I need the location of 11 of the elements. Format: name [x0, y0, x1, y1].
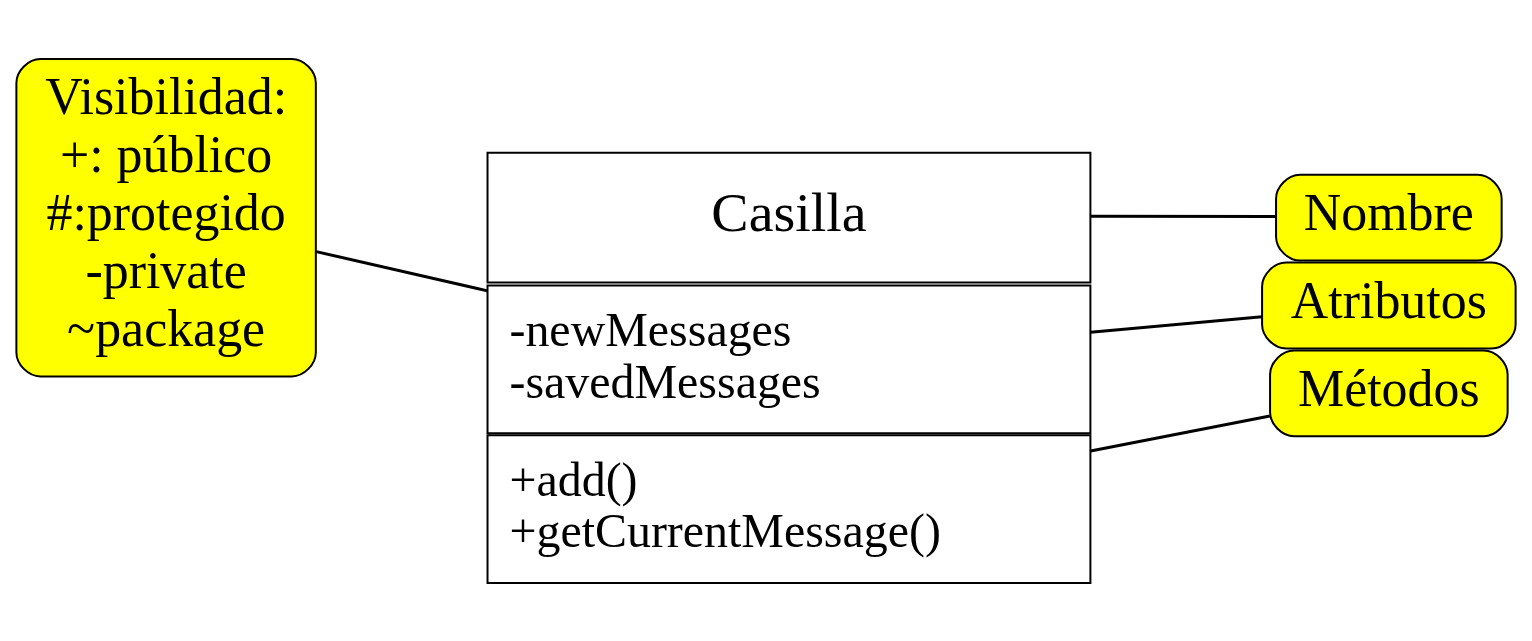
- node-box: Casilla: [486, 151, 1092, 284]
- node-box: Atributos: [1261, 261, 1517, 349]
- connector: [1090, 414, 1271, 452]
- node-box: Métodos: [1269, 348, 1509, 437]
- node-box: -newMessages -savedMessages: [486, 284, 1092, 434]
- connector: [1090, 214, 1276, 218]
- node-box: +add() +getCurrentMessage(): [486, 433, 1092, 584]
- node-box: Visibilidad: +: público #:protegido -private ~package: [15, 57, 317, 377]
- node-box: Nombre: [1275, 173, 1503, 262]
- connector: [316, 249, 488, 292]
- connector: [1090, 314, 1263, 334]
